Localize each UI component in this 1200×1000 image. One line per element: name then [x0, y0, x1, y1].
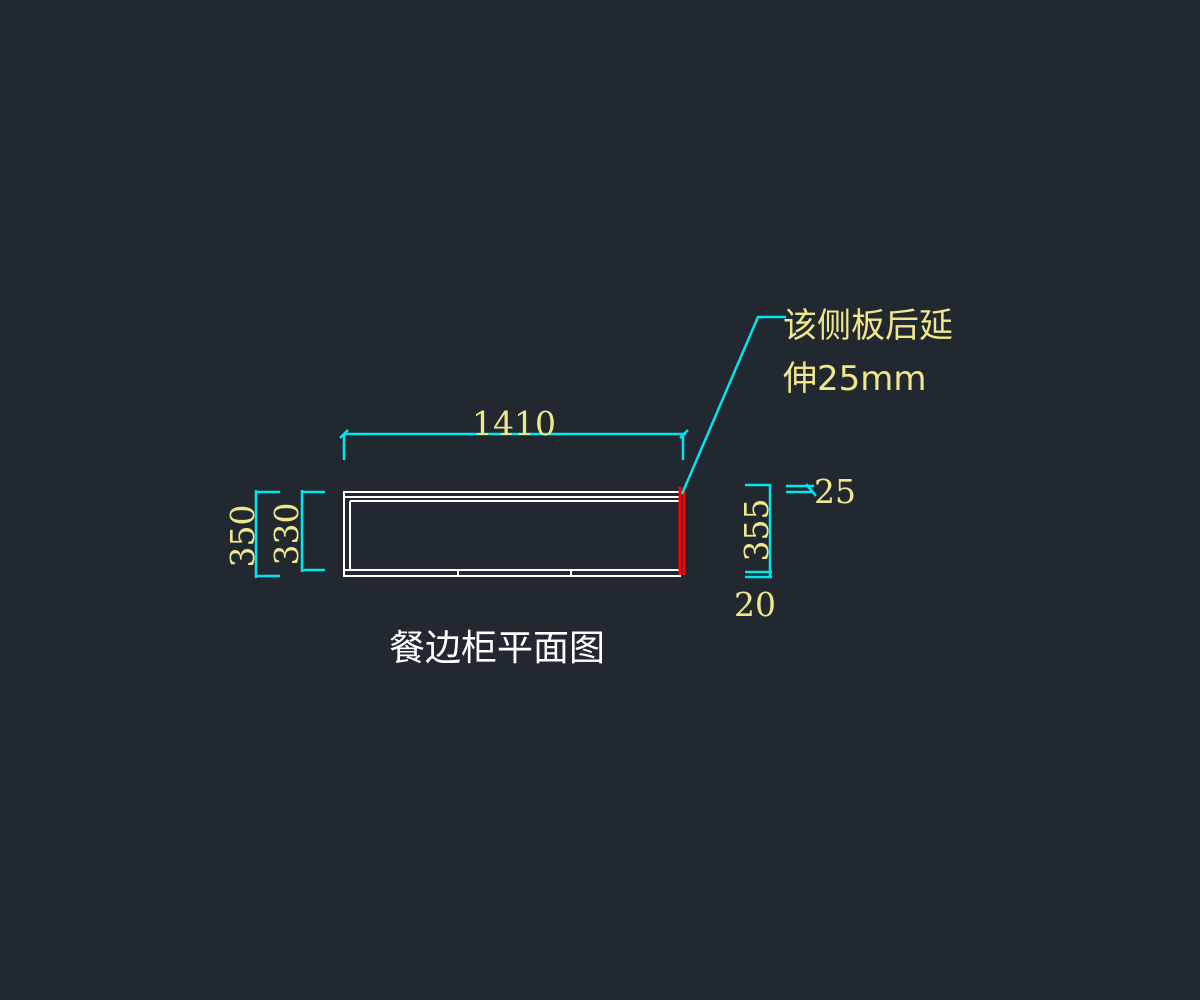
width-dimension: 1410 [339, 404, 689, 460]
side-panel-dimension: 355 25 20 [734, 472, 856, 624]
ext-25-text: 25 [814, 472, 856, 511]
depth-dimension-overall: 350 [223, 490, 280, 578]
drawing-title: 餐边柜平面图 [389, 628, 605, 669]
depth-330-text: 330 [267, 503, 306, 566]
note-text-line-2: 伸25mm [783, 359, 927, 399]
depth-350-text: 350 [223, 505, 262, 568]
thickness-20-text: 20 [734, 585, 776, 624]
ext-25-tick [805, 483, 817, 497]
depth-dimension-inner: 330 [267, 490, 325, 572]
cabinet-outer-outline [343, 491, 681, 577]
side-355-text: 355 [737, 499, 776, 562]
note-leader-line [680, 315, 786, 495]
width-tick-left [339, 429, 349, 439]
note-text-line-1: 该侧板后延 [783, 306, 953, 346]
width-tick-right [679, 429, 689, 439]
cabinet-plan [343, 487, 686, 577]
width-dimension-text: 1410 [472, 404, 556, 443]
